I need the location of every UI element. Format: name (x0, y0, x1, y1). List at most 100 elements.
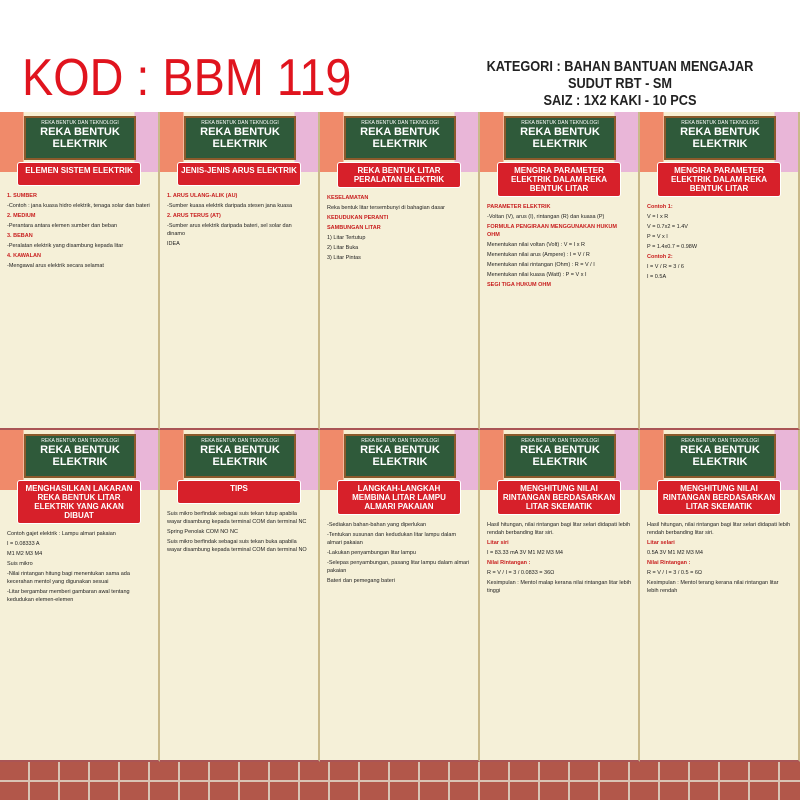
poster-text: V = 0.7x2 = 1.4V (647, 224, 688, 230)
poster-subtitle: REKA BENTUK DAN TEKNOLOGI (41, 120, 119, 126)
poster-subtitle: REKA BENTUK DAN TEKNOLOGI (521, 438, 599, 444)
poster-heading: 2. ARUS TERUS (AT) (167, 213, 221, 219)
poster-heading: KEDUDUKAN PERANTI (327, 215, 389, 221)
poster-banner: MENGHITUNG NILAI RINTANGAN BERDASARKAN L… (497, 480, 621, 515)
poster-banner: MENGHITUNG NILAI RINTANGAN BERDASARKAN L… (657, 480, 781, 515)
poster-body: -Sediakan bahan-bahan yang diperlukan-Te… (327, 521, 471, 587)
poster-heading: FORMULA PENGIRAAN MENGGUNAKAN HUKUM OHM (487, 224, 617, 238)
poster-text: Menentukan nilai arus (Ampere) : I = V /… (487, 252, 590, 258)
poster-text: -Contoh : jana kuasa hidro elektrik, ten… (7, 203, 150, 209)
poster-subtitle: REKA BENTUK DAN TEKNOLOGI (361, 120, 439, 126)
poster-text: Menentukan nilai kuasa (Watt) : P = V x … (487, 272, 587, 278)
poster-text: Reka bentuk litar tersembunyi di bahagia… (327, 205, 446, 211)
poster-text: Spring Penolak COM NO NC (167, 529, 238, 535)
poster-body: KESELAMATAN Reka bentuk litar tersembunyi… (327, 194, 471, 264)
brick-wall (0, 762, 800, 800)
poster-banner: LANGKAH-LANGKAH MEMBINA LITAR LAMPU ALMA… (337, 480, 461, 515)
poster-title: REKA BENTUK ELEKTRIK (360, 444, 440, 468)
poster-text: -Nilai rintangan hitung bagi menentukan … (7, 571, 130, 585)
poster-text: -Selepas penyambungan, pasang litar lamp… (327, 560, 470, 574)
poster-banner: JENIS-JENIS ARUS ELEKTRIK (177, 162, 301, 186)
poster-subtitle: REKA BENTUK DAN TEKNOLOGI (521, 120, 599, 126)
poster-text: I = V / R = 3 / 6 (647, 264, 684, 270)
poster-heading: Nilai Rintangan : (647, 560, 691, 566)
poster-title: REKA BENTUK ELEKTRIK (360, 126, 440, 150)
poster-text: Suis mikro (7, 561, 33, 567)
poster-heading: 2. MEDIUM (7, 213, 36, 219)
poster-banner: TIPS (177, 480, 301, 504)
poster-banner: ELEMEN SISTEM ELEKTRIK (17, 162, 141, 186)
poster-text: I = 0.5A (647, 274, 667, 280)
poster-text: -Litar bergambar memberi gambaran awal t… (7, 589, 130, 603)
poster-body: Contoh gajet elektrik : Lampu almari pak… (7, 530, 151, 606)
poster-text: Hasil hitungan, nilai rintangan bagi lit… (647, 522, 791, 536)
poster-text: -Perantara antara elemen sumber dan beba… (7, 223, 118, 229)
poster-heading: 1. SUMBER (7, 193, 37, 199)
poster-title: REKA BENTUK ELEKTRIK (520, 126, 600, 150)
header: KOD : BBM 119 KATEGORI : BAHAN BANTUAN M… (0, 0, 800, 112)
poster-heading: KESELAMATAN (327, 195, 369, 201)
corner: SUDUT RBT - SM (567, 75, 673, 92)
poster-text: Suis mikro berfindak sebagai suis tekan … (167, 539, 307, 553)
poster-text: -Peralatan elektrik yang disambung kepad… (7, 243, 124, 249)
product-code: KOD : BBM 119 (22, 49, 352, 107)
poster-heading: Litar siri (487, 540, 509, 546)
poster-banner: REKA BENTUK LITAR PERALATAN ELEKTRIK (337, 162, 461, 188)
product-info: KATEGORI : BAHAN BANTUAN MENGAJAR SUDUT … (484, 58, 756, 109)
poster-text: -Tentukan susunan dan kedudukan litar la… (327, 532, 457, 546)
poster-title: REKA BENTUK ELEKTRIK (680, 444, 760, 468)
poster-text: R = V / I = 3 / 0.5 = 6Ω (647, 570, 703, 576)
poster-text: 2) Litar Buka (327, 245, 359, 251)
poster-text: Menentukan nilai rintangan (Ohm) : R = V… (487, 262, 595, 268)
poster-subtitle: REKA BENTUK DAN TEKNOLOGI (201, 120, 279, 126)
poster-heading: SEGI TIGA HUKUM OHM (487, 282, 551, 288)
poster-title: REKA BENTUK ELEKTRIK (680, 126, 760, 150)
size: SAIZ : 1X2 KAKI - 10 PCS (543, 92, 697, 109)
poster-text: -Voltan (V), arus (I), rintangan (R) dan… (487, 214, 605, 220)
poster-subtitle: REKA BENTUK DAN TEKNOLOGI (41, 438, 119, 444)
poster-heading: Contoh 2: (647, 254, 673, 260)
poster-text: -Lakukan penyambungan litar lampu (327, 550, 416, 556)
poster-text: Kesimpulan : Mentol malap kerana nilai r… (487, 580, 631, 594)
poster-subtitle: REKA BENTUK DAN TEKNOLOGI (361, 438, 439, 444)
poster-heading: 3. BEBAN (7, 233, 33, 239)
poster-text: I = 0.08333 A (7, 541, 40, 547)
poster-body: Suis mikro berfindak sebagai suis tekan … (167, 510, 311, 556)
poster-heading: 4. KAWALAN (7, 253, 41, 259)
poster-text: 0.5A 3V M1 M2 M3 M4 (647, 550, 703, 556)
poster-text: Menentukan nilai voltan (Volt) : V = I x… (487, 242, 585, 248)
poster-text: Bateri dan pemegang bateri (327, 578, 395, 584)
poster-text: -Sumber arus elektrik daripada bateri, s… (167, 223, 292, 237)
poster-banner: MENGIRA PARAMETER ELEKTRIK DALAM REKA BE… (497, 162, 621, 197)
poster-subtitle: REKA BENTUK DAN TEKNOLOGI (681, 120, 759, 126)
poster-body: PARAMETER ELEKTRIK-Voltan (V), arus (I),… (487, 203, 631, 291)
poster-text: M1 M2 M3 M4 (7, 551, 43, 557)
poster-text: -Sumber kuasa elektrik daripada stesen j… (167, 203, 293, 209)
poster-banner: MENGIRA PARAMETER ELEKTRIK DALAM REKA BE… (657, 162, 781, 197)
poster-heading: Contoh 1: (647, 204, 673, 210)
poster-text: 3) Litar Pintas (327, 255, 361, 261)
poster-title: REKA BENTUK ELEKTRIK (40, 444, 120, 468)
poster-heading: 1. ARUS ULANG-ALIK (AU) (167, 193, 238, 199)
poster-subtitle: REKA BENTUK DAN TEKNOLOGI (681, 438, 759, 444)
poster-body: 1. ARUS ULANG-ALIK (AU) -Sumber kuasa ele… (167, 192, 311, 250)
poster-text: V = I x R (647, 214, 669, 220)
poster-text: -Mengawal arus elektrik secara selamat (7, 263, 104, 269)
